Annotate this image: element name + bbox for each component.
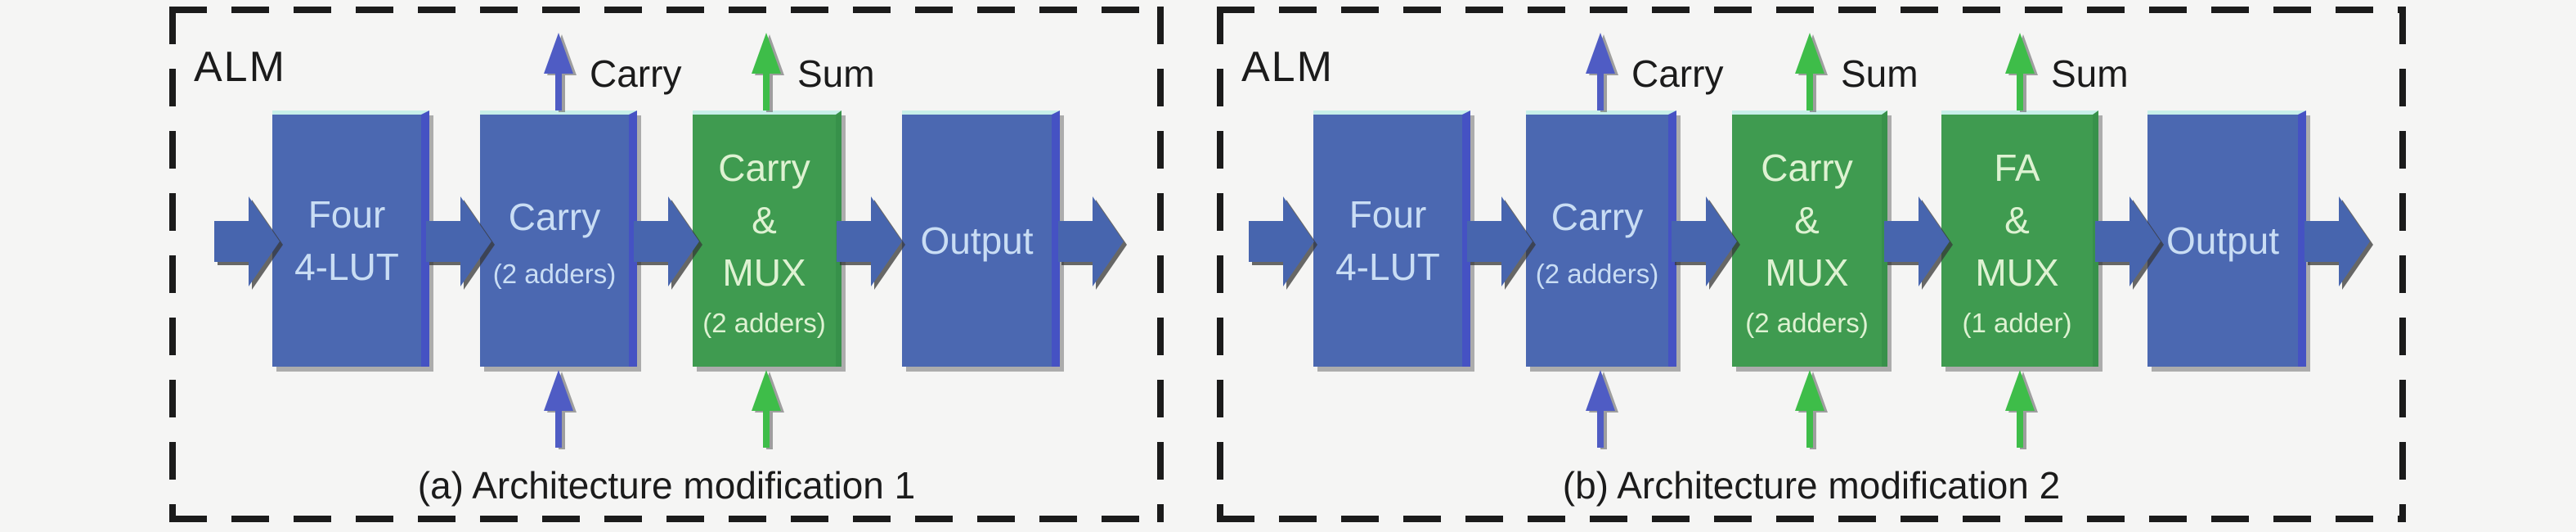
block-output: Output (902, 110, 1060, 367)
block-carry-mux: Carry & MUX (2 adders) (693, 110, 841, 367)
flow-arrow-icon (1467, 196, 1533, 287)
block-label: Output (920, 219, 1034, 262)
flow-arrow-icon (426, 196, 491, 287)
block-sublabel: (2 adders) (702, 308, 826, 338)
block-label: & (1794, 199, 1820, 241)
block-four-4lut: Four 4-LUT (1313, 110, 1470, 367)
block-output: Output (2147, 110, 2306, 367)
panel-b-caption: (b) Architecture modification 2 (1562, 464, 2061, 507)
flow-arrow-icon (2095, 196, 2161, 287)
block-label: MUX (1765, 251, 1849, 294)
bottom-input-arrow-icon (2005, 370, 2035, 448)
flow-arrow-icon (1884, 196, 1950, 287)
block-label: & (752, 199, 777, 241)
carry-arrow-label: Carry (590, 52, 682, 95)
flow-arrow-icon (214, 196, 280, 287)
flow-arrow-icon (634, 196, 699, 287)
block-label: 4-LUT (294, 246, 399, 288)
sum-out-arrow-icon (2005, 33, 2035, 110)
panel-a-caption: (a) Architecture modification 1 (417, 464, 916, 507)
block-sublabel: (2 adders) (1535, 259, 1659, 289)
block-label: MUX (722, 251, 806, 294)
bottom-input-arrow-icon (1795, 370, 1824, 448)
block-label: Carry (1761, 147, 1853, 189)
block-label: Four (307, 193, 386, 236)
bottom-input-arrow-icon (1586, 370, 1615, 448)
block-carry-mux: Carry & MUX (2 adders) (1732, 110, 1887, 367)
block-label: FA (1994, 147, 2040, 189)
flow-arrow-icon (2304, 196, 2370, 287)
block-label: Carry (508, 196, 601, 238)
block-label: MUX (1975, 251, 2059, 294)
flow-arrow-icon (1058, 196, 1124, 287)
flow-arrow-icon (1672, 196, 1737, 287)
block-carry: Carry (2 adders) (1526, 110, 1676, 367)
sum-arrow-label: Sum (1841, 52, 1919, 95)
flow-arrow-icon (1249, 196, 1314, 287)
bottom-input-arrow-icon (752, 370, 781, 448)
bottom-input-arrow-icon (544, 370, 573, 448)
alm-label: ALM (194, 43, 286, 91)
block-four-4lut: Four 4-LUT (272, 110, 429, 367)
block-carry: Carry (2 adders) (480, 110, 637, 367)
block-sublabel: (1 adder) (1962, 308, 2072, 338)
sum-out-arrow-icon (752, 33, 781, 110)
block-label: Carry (718, 147, 810, 189)
block-sublabel: (2 adders) (1745, 308, 1869, 338)
block-sublabel: (2 adders) (492, 259, 617, 289)
block-label: & (2004, 199, 2030, 241)
carry-out-arrow-icon (544, 33, 573, 110)
sum-out-arrow-icon (1795, 33, 1824, 110)
sum-arrow-label: Sum (2051, 52, 2129, 95)
alm-label: ALM (1241, 43, 1334, 91)
sum-arrow-label: Sum (797, 52, 875, 95)
block-fa-mux: FA & MUX (1 adder) (1941, 110, 2098, 367)
carry-out-arrow-icon (1586, 33, 1615, 110)
block-label: Output (2165, 219, 2280, 262)
flow-arrow-icon (837, 196, 902, 287)
block-label: Four (1349, 193, 1427, 236)
block-label: 4-LUT (1335, 246, 1440, 288)
block-label: Carry (1551, 196, 1644, 238)
carry-arrow-label: Carry (1631, 52, 1724, 95)
